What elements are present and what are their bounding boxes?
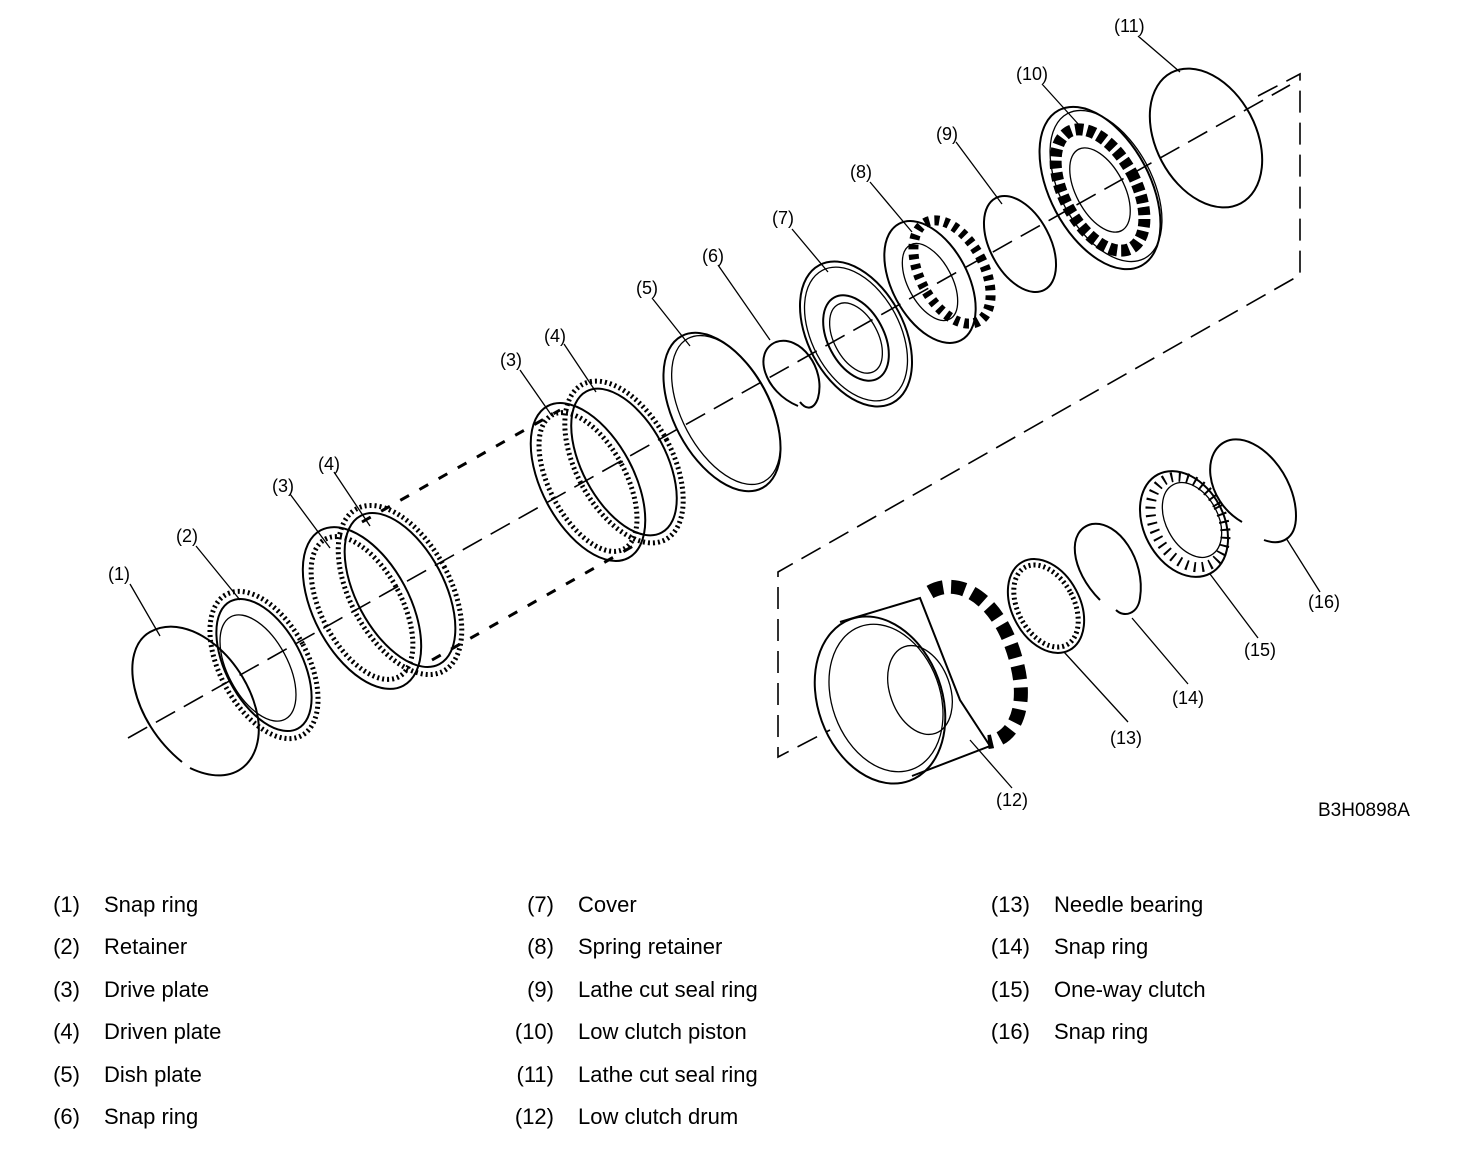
legend-item: (14) Snap ring — [976, 926, 1206, 968]
legend-item-number: (12) — [514, 1104, 554, 1130]
part-cover — [798, 260, 914, 408]
legend-column-3: (13) Needle bearing (14) Snap ring (15) One-w… — [976, 884, 1206, 1054]
exploded-view-diagram: (1) (2) (3) (4) (3) (4) (5) (6) (7) (8) … — [108, 16, 1340, 810]
callout-4-right: (4) — [544, 326, 566, 346]
callout-15: (15) — [1244, 640, 1276, 660]
legend-item-name: Low clutch piston — [578, 1019, 747, 1045]
legend-item-name: Lathe cut seal ring — [578, 976, 758, 1002]
center-axis-line — [127, 84, 1291, 739]
callout-4-left: (4) — [318, 454, 340, 474]
callout-16: (16) — [1308, 592, 1340, 612]
legend-item-name: Retainer — [104, 934, 188, 960]
legend-item-name: Needle bearing — [1054, 892, 1204, 917]
callout-9: (9) — [936, 124, 958, 144]
part-seal-ring-9 — [982, 194, 1058, 294]
callout-6: (6) — [702, 246, 724, 266]
legend-item: (6) Snap ring — [26, 1096, 221, 1138]
legend-item-number: (13) — [990, 892, 1030, 917]
callout-2: (2) — [176, 526, 198, 546]
legend-item: (2) Retainer — [26, 926, 221, 968]
callout-3-right: (3) — [500, 350, 522, 370]
legend-item: (12) Low clutch drum — [500, 1096, 758, 1138]
part-needle-bearing — [1006, 558, 1086, 654]
legend-item: (16) Snap ring — [976, 1011, 1206, 1053]
legend-item-name: One-way clutch — [1054, 976, 1206, 1002]
legend-item: (11) Lathe cut seal ring — [500, 1054, 758, 1096]
part-snap-ring-1 — [131, 625, 260, 777]
callout-8: (8) — [850, 162, 872, 182]
legend-item-number: (2) — [53, 934, 80, 960]
part-low-clutch-drum — [813, 579, 1028, 785]
legend-item-name: Low clutch drum — [578, 1104, 739, 1130]
legend-item-name: Snap ring — [104, 1104, 199, 1130]
plate-guide-line-upper — [361, 408, 561, 524]
group-connector-line — [777, 72, 1301, 759]
legend-item-name: Snap ring — [104, 892, 199, 917]
legend-item: (8) Spring retainer — [500, 926, 758, 968]
figure-code: B3H0898A — [1318, 800, 1410, 821]
callout-10: (10) — [1016, 64, 1048, 84]
legend-item-number: (5) — [53, 1061, 80, 1087]
legend-item-name: Spring retainer — [578, 934, 723, 960]
part-drive-plate-left — [301, 526, 423, 690]
legend-item-number: (8) — [527, 934, 554, 960]
legend-item-number: (14) — [990, 934, 1030, 960]
part-driven-plate-left — [335, 502, 465, 678]
legend-item: (9) Lathe cut seal ring — [500, 969, 758, 1011]
legend-item: (7) Cover — [500, 884, 758, 926]
legend-item-number: (16) — [990, 1019, 1030, 1045]
plate-guide-line-lower — [431, 543, 636, 662]
legend-item-number: (7) — [527, 892, 554, 917]
legend-item-number: (10) — [514, 1019, 554, 1045]
legend-item: (3) Drive plate — [26, 969, 221, 1011]
legend-item: (4) Driven plate — [26, 1011, 221, 1053]
legend-item-number: (1) — [53, 892, 80, 917]
legend-item-number: (3) — [53, 976, 80, 1002]
callout-3-left: (3) — [272, 476, 294, 496]
callout-12: (12) — [996, 790, 1028, 810]
legend-item-number: (6) — [53, 1104, 80, 1130]
legend-item: (15) One-way clutch — [976, 969, 1206, 1011]
legend-item-number: (11) — [516, 1061, 555, 1087]
legend-item-name: Driven plate — [104, 1019, 222, 1045]
part-snap-ring-14 — [1073, 522, 1142, 615]
part-snap-ring-16 — [1209, 438, 1298, 544]
callout-14: (14) — [1172, 688, 1204, 708]
callout-5: (5) — [636, 278, 658, 298]
legend-item: (5) Dish plate — [26, 1054, 221, 1096]
legend-item-name: Dish plate — [104, 1061, 202, 1087]
part-retainer — [207, 588, 321, 742]
legend-column-2: (7) Cover (8) Spring retainer (9) Lathe cut s… — [500, 884, 758, 1138]
legend-item-name: Snap ring — [1054, 934, 1149, 960]
legend-item: (13) Needle bearing — [976, 884, 1206, 926]
callout-7: (7) — [772, 208, 794, 228]
part-seal-ring-11 — [1148, 67, 1264, 209]
legend-item-number: (15) — [990, 976, 1030, 1002]
leader-lines — [129, 35, 1321, 789]
legend-item: (10) Low clutch piston — [500, 1011, 758, 1053]
legend-item-name: Lathe cut seal ring — [578, 1061, 758, 1087]
part-snap-ring-6 — [762, 339, 821, 409]
legend-item-name: Drive plate — [104, 976, 210, 1002]
part-dish-plate — [662, 331, 782, 493]
part-driven-plate-right — [562, 378, 686, 546]
part-drive-plate-right — [529, 402, 647, 562]
legend-item-name: Cover — [578, 892, 637, 917]
callout-13: (13) — [1110, 728, 1142, 748]
part-one-way-clutch — [1138, 470, 1231, 578]
callout-11: (11) — [1114, 16, 1145, 36]
legend-item-name: Snap ring — [1054, 1019, 1149, 1045]
legend-item-number: (9) — [527, 976, 554, 1002]
legend-item: (1) Snap ring — [26, 884, 221, 926]
legend-column-1: (1) Snap ring (2) Retainer (3) Drive plate (4)… — [26, 884, 221, 1138]
part-low-clutch-piston — [1038, 105, 1163, 271]
part-spring-retainer — [883, 215, 996, 344]
callout-1: (1) — [108, 564, 130, 584]
legend-item-number: (4) — [53, 1019, 80, 1045]
